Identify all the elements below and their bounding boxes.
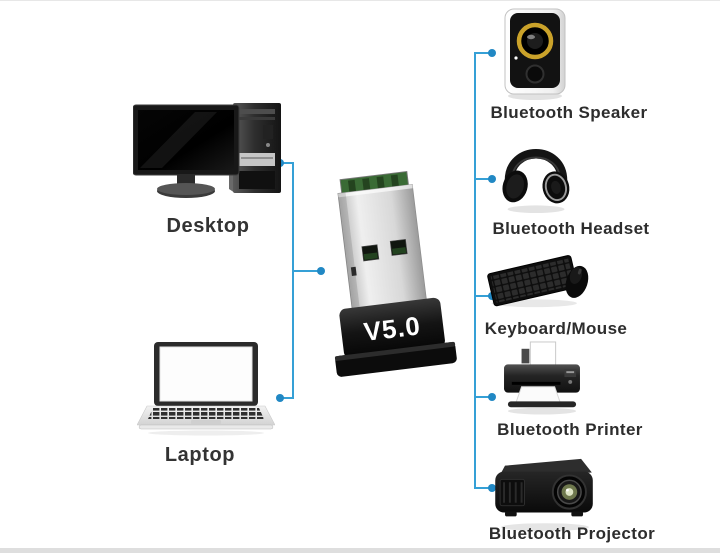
usb-bluetooth-dongle-icon: V5.0 (334, 170, 457, 377)
bluetooth-printer-image (498, 341, 586, 415)
bluetooth-speaker-image (503, 7, 567, 101)
bluetooth-projector-icon (495, 458, 593, 532)
desktop-label: Desktop (166, 215, 250, 237)
bluetooth-speaker-icon (504, 8, 566, 100)
desktop-computer-icon (133, 103, 281, 198)
bluetooth-headset-label: Bluetooth Headset (492, 219, 650, 238)
laptop-label: Laptop (164, 444, 236, 466)
dongle-version-text: V5.0 (362, 312, 422, 347)
usb-dongle-image: V5.0 (300, 151, 469, 383)
keyboard-mouse-image (487, 245, 595, 311)
bluetooth-projector-label: Bluetooth Projector (488, 524, 656, 543)
bluetooth-speaker-label: Bluetooth Speaker (490, 103, 648, 122)
bluetooth-printer-icon (504, 341, 580, 415)
keyboard-mouse-label: Keyboard/Mouse (484, 319, 628, 338)
bluetooth-projector-image (489, 453, 601, 533)
bluetooth-printer-label: Bluetooth Printer (497, 420, 643, 439)
bottom-edge-strip (0, 548, 720, 553)
bluetooth-headset-icon (502, 148, 570, 213)
laptop-icon (137, 342, 275, 436)
laptop-image (137, 342, 275, 436)
desktop-computer-image (133, 101, 285, 201)
keyboard-mouse-icon (487, 255, 589, 308)
bluetooth-headset-image (499, 137, 573, 215)
